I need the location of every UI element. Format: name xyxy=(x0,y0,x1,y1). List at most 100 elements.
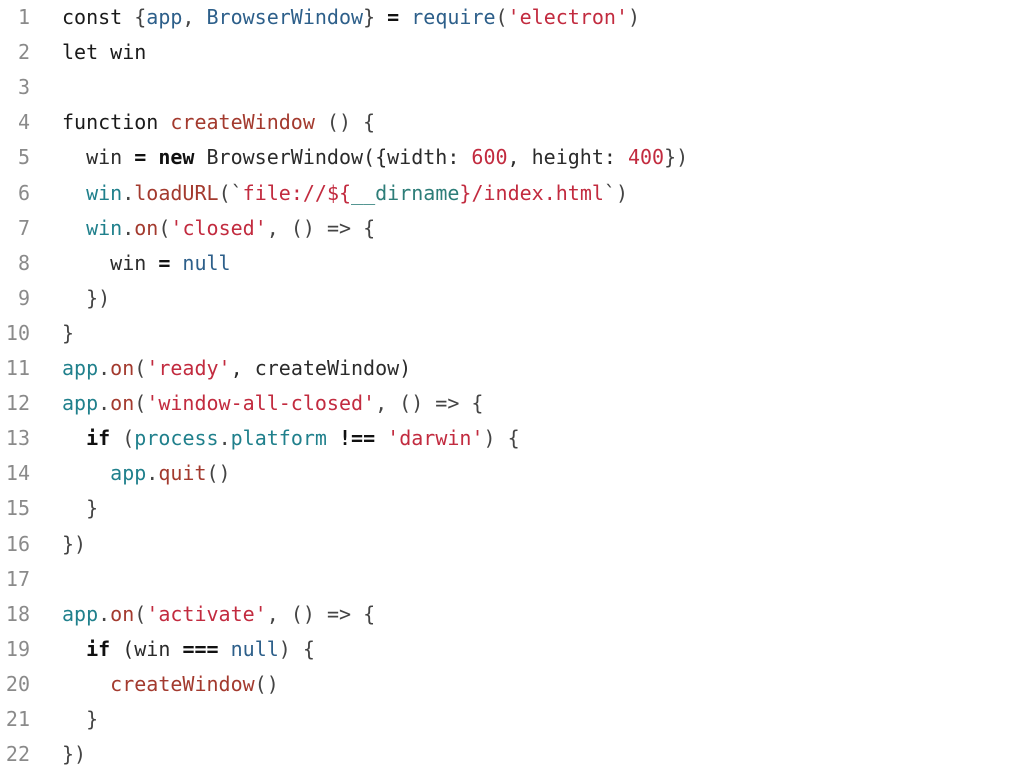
line-number: 8 xyxy=(17,250,30,275)
line-number: 9 xyxy=(17,285,30,310)
code-line[interactable]: 19 if (win === null) { xyxy=(0,632,1024,667)
code-token-object: app xyxy=(62,391,99,416)
code-token-plain xyxy=(327,426,339,450)
code-line[interactable]: 6 win.loadURL(`file://${__dirname}/index… xyxy=(0,176,1024,211)
code-token-punct: { xyxy=(134,5,147,29)
code-token-punct: } xyxy=(363,5,388,29)
code-token-punct: }) xyxy=(62,742,87,767)
line-number: 7 xyxy=(17,215,30,240)
code-token-object: platform xyxy=(230,426,327,451)
code-token-bold: if xyxy=(86,426,111,451)
line-number: 11 xyxy=(5,356,30,380)
code-text: } xyxy=(62,316,74,351)
code-token-punct: () xyxy=(206,461,231,486)
line-number: 5 xyxy=(17,145,30,170)
code-line[interactable]: 20 createWindow() xyxy=(0,667,1024,702)
code-token-punct: ( xyxy=(110,426,135,451)
code-text: }) xyxy=(62,737,86,772)
code-token-object: win xyxy=(62,180,123,205)
line-number: 17 xyxy=(5,566,30,591)
code-text: let win xyxy=(62,35,146,70)
code-text: }) xyxy=(62,527,86,562)
code-token-number: 400 xyxy=(627,145,665,170)
code-token-string: 'window-all-closed' xyxy=(146,391,376,416)
line-number: 6 xyxy=(17,180,30,205)
code-text: app.on('activate', () => { xyxy=(62,597,375,632)
code-line[interactable]: 3 xyxy=(0,70,1024,105)
code-token-punct: ) { xyxy=(483,426,520,451)
code-token-punct: ) xyxy=(628,5,641,29)
code-line[interactable]: 21 } xyxy=(0,702,1024,737)
code-token-string: 'electron' xyxy=(507,5,629,29)
code-text: win.on('closed', () => { xyxy=(62,211,375,246)
code-line[interactable]: 17 xyxy=(0,562,1024,597)
code-line[interactable]: 10} xyxy=(0,316,1024,351)
code-token-method: on xyxy=(110,391,135,416)
code-token-punct: ( xyxy=(495,5,508,29)
code-token-punct: }) xyxy=(62,531,87,556)
code-token-punct: ( xyxy=(134,356,147,380)
code-token-punct: ( xyxy=(134,601,147,626)
code-token-method: loadURL xyxy=(134,180,219,205)
line-number: 15 xyxy=(5,496,30,521)
line-number: 20 xyxy=(5,671,30,696)
code-token-string: 'darwin' xyxy=(387,426,484,451)
code-token-punct: } xyxy=(62,320,75,345)
code-line[interactable]: 22}) xyxy=(0,737,1024,772)
code-token-plain xyxy=(146,145,158,169)
code-token-interp: __dirname xyxy=(351,180,460,205)
code-token-plain xyxy=(375,426,387,450)
code-text: createWindow() xyxy=(62,667,279,702)
code-token-func: createWindow xyxy=(170,110,315,135)
code-token-number: 600 xyxy=(471,145,508,170)
code-token-punct: ( xyxy=(158,215,171,240)
code-token-punct: . xyxy=(218,426,231,451)
code-line[interactable]: 16}) xyxy=(0,527,1024,562)
code-token-bold: if xyxy=(86,636,111,661)
code-token-string: } xyxy=(459,180,472,205)
code-token-func: createWindow xyxy=(110,671,255,696)
code-token-punct: . xyxy=(122,215,135,240)
code-token-punct: } xyxy=(62,707,99,731)
line-number: 16 xyxy=(5,531,30,556)
code-token-bold: = xyxy=(158,250,171,275)
code-line[interactable]: 15 } xyxy=(0,491,1024,526)
code-text: } xyxy=(62,702,98,737)
code-token-punct: } xyxy=(62,496,99,521)
code-token-punct: , () => { xyxy=(375,391,484,416)
code-line[interactable]: 7 win.on('closed', () => { xyxy=(0,211,1024,246)
code-token-string: file://${ xyxy=(242,180,352,205)
code-line[interactable]: 9 }) xyxy=(0,281,1024,316)
code-token-punct: `) xyxy=(603,180,628,205)
code-line[interactable]: 14 app.quit() xyxy=(0,456,1024,491)
code-token-punct: () xyxy=(254,671,279,696)
code-token-ident: app xyxy=(146,5,183,29)
code-line[interactable]: 11 app.on('ready', createWindow) xyxy=(0,351,1024,386)
line-number: 13 xyxy=(5,426,30,451)
code-token-string: 'closed' xyxy=(170,215,267,240)
code-text: app.on('ready', createWindow) xyxy=(62,351,411,386)
code-text: const {app, BrowserWindow} = require('el… xyxy=(62,0,640,35)
code-line[interactable]: 2 let win xyxy=(0,35,1024,70)
code-token-object: app xyxy=(62,461,147,486)
code-token-plain: win xyxy=(62,145,135,170)
code-line[interactable]: 5 win = new BrowserWindow({width: 600, h… xyxy=(0,140,1024,175)
code-line[interactable]: 8 win = null xyxy=(0,246,1024,281)
code-token-bold: = xyxy=(387,5,400,29)
line-number: 12 xyxy=(5,391,30,416)
code-text: }) xyxy=(62,281,110,316)
code-token-string: /index.html xyxy=(471,180,604,205)
code-text: app.quit() xyxy=(62,456,231,491)
code-line[interactable]: 13 if (process.platform !== 'darwin') { xyxy=(0,421,1024,456)
code-text: win = null xyxy=(62,246,230,281)
code-token-plain: , createWindow) xyxy=(230,356,412,380)
code-token-string: 'ready' xyxy=(146,356,231,380)
line-number: 19 xyxy=(5,636,30,661)
line-number: 2 xyxy=(17,40,30,65)
code-token-plain xyxy=(62,637,86,661)
